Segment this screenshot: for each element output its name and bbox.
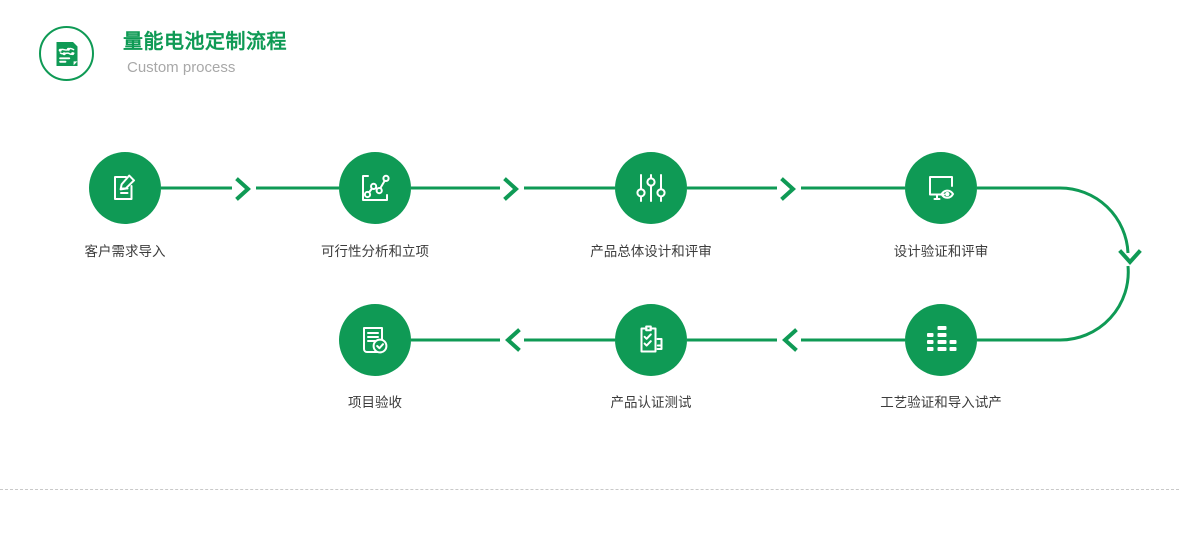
process-node-6[interactable] — [615, 304, 687, 376]
process-node-4[interactable] — [905, 152, 977, 224]
connector-turn-upper — [977, 186, 1130, 254]
chevron-right-icon — [780, 177, 796, 201]
process-node-3-label: 产品总体设计和评审 — [590, 244, 712, 259]
chevron-left-icon — [782, 328, 798, 352]
document-approved-icon — [356, 321, 394, 359]
chevron-down-icon — [1118, 249, 1142, 265]
process-node-2[interactable] — [339, 152, 411, 224]
process-node-4-label: 设计验证和评审 — [893, 244, 989, 259]
dashed-divider — [0, 489, 1179, 490]
line-chart-icon — [356, 169, 394, 207]
process-node-6-label: 产品认证测试 — [610, 395, 692, 410]
chevron-left-icon — [505, 328, 521, 352]
clipboard-check-icon — [632, 321, 670, 359]
process-node-7[interactable] — [339, 304, 411, 376]
document-edit-icon — [107, 170, 143, 206]
section-header: 量能电池定制流程 Custom process — [39, 26, 287, 81]
process-node-3[interactable] — [615, 152, 687, 224]
page-title: 量能电池定制流程 — [123, 30, 287, 53]
chevron-right-icon — [235, 177, 251, 201]
page-subtitle: Custom process — [127, 58, 236, 76]
process-node-1[interactable] — [89, 152, 161, 224]
process-node-5[interactable] — [905, 304, 977, 376]
sliders-icon — [632, 169, 670, 207]
process-node-7-label: 项目验收 — [348, 395, 402, 410]
bar-chart-icon — [923, 323, 959, 357]
chevron-right-icon — [503, 177, 519, 201]
header-text-group: 量能电池定制流程 Custom process — [123, 30, 287, 78]
process-node-5-label: 工艺验证和导入试产 — [880, 395, 1002, 410]
connector-turn-lower — [977, 265, 1130, 342]
monitor-eye-icon — [922, 169, 960, 207]
process-document-icon — [39, 26, 94, 81]
process-node-2-label: 可行性分析和立项 — [321, 244, 429, 259]
process-node-1-label: 客户需求导入 — [84, 244, 166, 259]
